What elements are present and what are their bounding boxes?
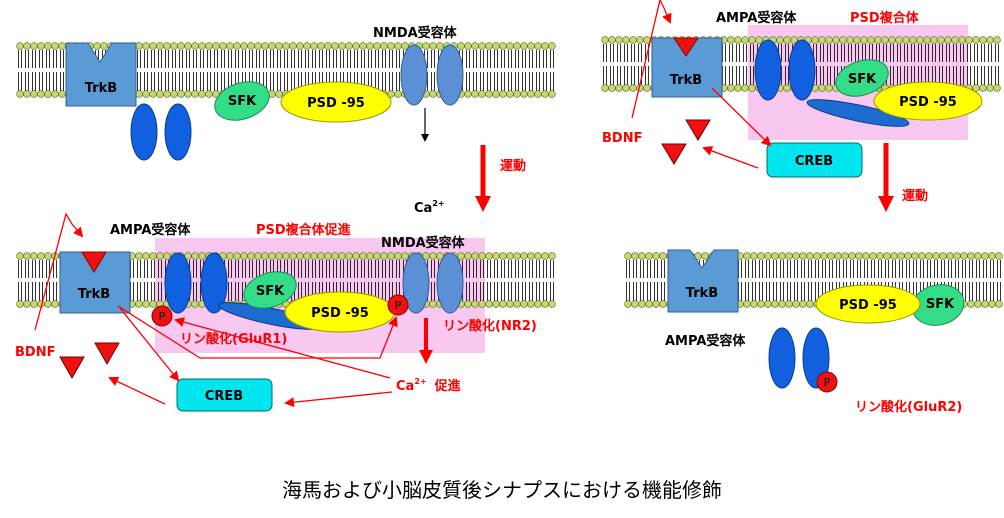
panel-top-left: TrkB SFK PSD -95 NMDA受容体 Ca2+ (65, 25, 464, 216)
psd-complex-label: PSD複合体 (850, 10, 920, 26)
nmda-subunit-right (436, 44, 464, 106)
arrow-ca-to-creb (284, 391, 393, 408)
nmda-subunit-right (436, 252, 464, 314)
calcium-label: Ca2+ (414, 199, 445, 216)
ampa-subunit-left (768, 327, 796, 389)
ampa-label: AMPA受容体 (716, 10, 797, 26)
move-arrow-right: 運動 (878, 143, 928, 212)
psd-tail (806, 99, 910, 127)
phosphorylation-nr2-label: リン酸化(NR2) (443, 318, 537, 334)
phospho-marker-glur2 (816, 371, 838, 393)
bdnf-molecule (685, 119, 711, 141)
phospho-label-nr2: P (395, 299, 402, 312)
nmda-subunit-left (402, 252, 430, 314)
panel-bottom-right: TrkB PSD -95 SFK AMPA受容体 P リン酸化(GluR2) (665, 249, 965, 415)
ampa-subunit-right (788, 39, 816, 101)
panel-bottom-left: AMPA受容体 PSD複合体促進 NMDA受容体 TrkB SFK PSD -9… (15, 212, 537, 412)
arrow-creb-to-bdnf (108, 376, 166, 405)
arrow-trkb-to-nr2 (117, 305, 398, 359)
panel-top-right: AMPA受容体 PSD複合体 TrkB SFK PSD -95 BDNF CRE… (602, 0, 983, 178)
creb-label: CREB (205, 389, 243, 404)
sfk-label: SFK (848, 72, 877, 87)
trkb-receptor (65, 42, 137, 107)
ampa-subunit-left (164, 252, 192, 314)
sfk-label: SFK (256, 284, 285, 299)
phospho-marker-nr2 (387, 294, 409, 316)
sfk-label: SFK (228, 94, 257, 109)
phosphorylation-glur1-label: リン酸化(GluR1) (180, 331, 287, 347)
move-arrow-left: 運動 (475, 145, 526, 212)
psd-complex-promote-label: PSD複合体促進 (256, 222, 351, 238)
calcium-promote-label: Ca2+促進 (396, 377, 461, 394)
psd95-protein (873, 81, 983, 121)
ampa-subunit-left (754, 39, 782, 101)
arrow-trkb-to-creb (711, 87, 772, 147)
arrow-creb-to-bdnf (702, 146, 759, 169)
calcium-influx-arrow (419, 350, 433, 364)
ampa-label: AMPA受容体 (665, 333, 746, 349)
creb-label: CREB (795, 154, 833, 169)
sfk-enzyme (214, 81, 270, 121)
bdnf-bound (673, 37, 699, 57)
sfk-label: SFK (926, 297, 955, 312)
move-label-right: 運動 (902, 188, 928, 204)
psd95-label: PSD -95 (899, 95, 957, 110)
trkb-label: TrkB (78, 287, 110, 302)
ampa-subunit-left (130, 103, 158, 161)
creb-box (766, 142, 863, 178)
sfk-enzyme (243, 271, 297, 309)
psd95-protein (280, 81, 392, 123)
nmda-label: NMDA受容体 (381, 235, 466, 251)
nmda-label: NMDA受容体 (373, 25, 458, 41)
arrow-ca-to-glur1 (174, 317, 391, 379)
bdnf-molecule (94, 342, 120, 366)
phospho-label-glur1: P (159, 310, 166, 323)
trkb-label: TrkB (670, 73, 702, 88)
ampa-subunit-right (200, 252, 228, 314)
bdnf-release-line (631, 0, 672, 119)
sfk-enzyme (835, 59, 889, 97)
bdnf-molecule (661, 143, 687, 165)
move-label-left: 運動 (500, 158, 526, 174)
trkb-label: TrkB (686, 286, 718, 301)
psd95-label: PSD -95 (311, 306, 369, 321)
phospho-label-glur2: P (824, 376, 831, 389)
creb-box (176, 378, 273, 412)
bdnf-label: BDNF (15, 345, 55, 360)
bdnf-release-line (34, 212, 84, 331)
psd95-label: PSD -95 (307, 96, 365, 111)
bdnf-bound (81, 251, 107, 273)
bdnf-molecule (59, 356, 85, 380)
psd95-protein (815, 284, 921, 324)
trkb-label: TrkB (85, 81, 117, 96)
bdnf-label: BDNF (602, 131, 642, 146)
figure-caption: 海馬および小脳皮質後シナプスにおける機能修飾 (282, 478, 722, 502)
nmda-subunit-left (400, 44, 428, 106)
trkb-receptor (667, 249, 739, 313)
phospho-marker-glur1 (151, 305, 173, 327)
ampa-subunit-right (164, 103, 192, 161)
arrow-trkb-to-creb (119, 307, 180, 382)
ampa-label: AMPA受容体 (110, 222, 191, 238)
phosphorylation-glur2-label: リン酸化(GluR2) (855, 399, 962, 415)
psd95-label: PSD -95 (839, 298, 897, 313)
